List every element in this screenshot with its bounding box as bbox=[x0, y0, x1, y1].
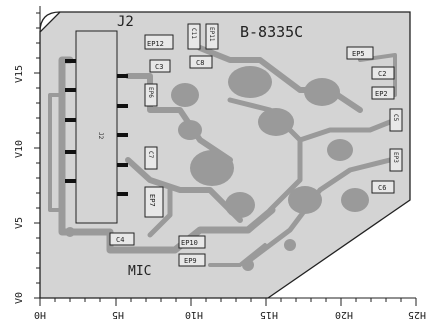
connector-j2-pin-label: J2 bbox=[97, 132, 104, 140]
y-tick-v0: V0 bbox=[14, 292, 25, 304]
x-tick-h10: H10 bbox=[185, 309, 203, 320]
svg-text:EP9: EP9 bbox=[184, 257, 197, 265]
svg-text:C8: C8 bbox=[196, 59, 204, 67]
component-c2: C2 bbox=[371, 66, 395, 80]
connector-j2-pins bbox=[65, 59, 128, 196]
svg-text:EP5: EP5 bbox=[352, 50, 365, 58]
component-ep7: EP7 bbox=[144, 186, 164, 218]
component-c3: C3 bbox=[149, 59, 171, 73]
component-c4: C4 bbox=[109, 232, 135, 246]
component-c5: C5 bbox=[389, 108, 403, 132]
svg-text:C3: C3 bbox=[155, 63, 163, 71]
y-axis-labels: V0 V5 V10 V15 bbox=[14, 65, 25, 304]
y-tick-v15: V15 bbox=[14, 65, 25, 83]
component-c11: C11 bbox=[187, 23, 201, 50]
copper-tracks bbox=[48, 45, 398, 271]
svg-text:EP10: EP10 bbox=[181, 239, 198, 247]
component-c7: C7 bbox=[144, 146, 158, 170]
x-axis-labels: H0 H5 H10 H15 H20 H25 bbox=[34, 309, 426, 320]
svg-text:EP7: EP7 bbox=[148, 194, 156, 207]
component-ep2: EP2 bbox=[371, 86, 395, 100]
svg-text:C2: C2 bbox=[378, 70, 386, 78]
y-tick-v10: V10 bbox=[14, 140, 25, 158]
component-ep9: EP9 bbox=[178, 253, 206, 267]
connector-j2-body bbox=[75, 30, 118, 224]
svg-text:EP12: EP12 bbox=[147, 40, 164, 48]
x-tick-h5: H5 bbox=[112, 309, 124, 320]
x-tick-h25: H25 bbox=[408, 309, 426, 320]
x-tick-h0: H0 bbox=[34, 309, 46, 320]
svg-text:C7: C7 bbox=[147, 151, 154, 159]
mic-label: MIC bbox=[128, 264, 151, 279]
component-ep6: EP6 bbox=[144, 83, 158, 107]
component-ep11: EP11 bbox=[205, 23, 219, 50]
svg-text:C5: C5 bbox=[392, 114, 399, 122]
x-tick-h20: H20 bbox=[335, 309, 353, 320]
svg-text:C6: C6 bbox=[378, 184, 386, 192]
svg-text:C11: C11 bbox=[190, 28, 197, 39]
svg-text:EP3: EP3 bbox=[392, 152, 399, 163]
svg-text:EP2: EP2 bbox=[375, 90, 388, 98]
y-tick-v5: V5 bbox=[14, 217, 25, 229]
component-c8: C8 bbox=[189, 55, 213, 69]
axes bbox=[34, 6, 417, 306]
x-tick-h15: H15 bbox=[260, 309, 278, 320]
svg-text:EP6: EP6 bbox=[147, 87, 154, 98]
component-ep12: EP12 bbox=[144, 34, 174, 50]
board-title: B-8335C bbox=[240, 23, 303, 41]
component-c6: C6 bbox=[371, 180, 395, 194]
component-ep10: EP10 bbox=[178, 235, 206, 249]
connector-j2-label: J2 bbox=[117, 14, 134, 30]
svg-text:C4: C4 bbox=[116, 236, 124, 244]
svg-text:EP11: EP11 bbox=[208, 27, 215, 42]
component-ep3: EP3 bbox=[389, 148, 403, 172]
component-ep5: EP5 bbox=[346, 46, 374, 60]
